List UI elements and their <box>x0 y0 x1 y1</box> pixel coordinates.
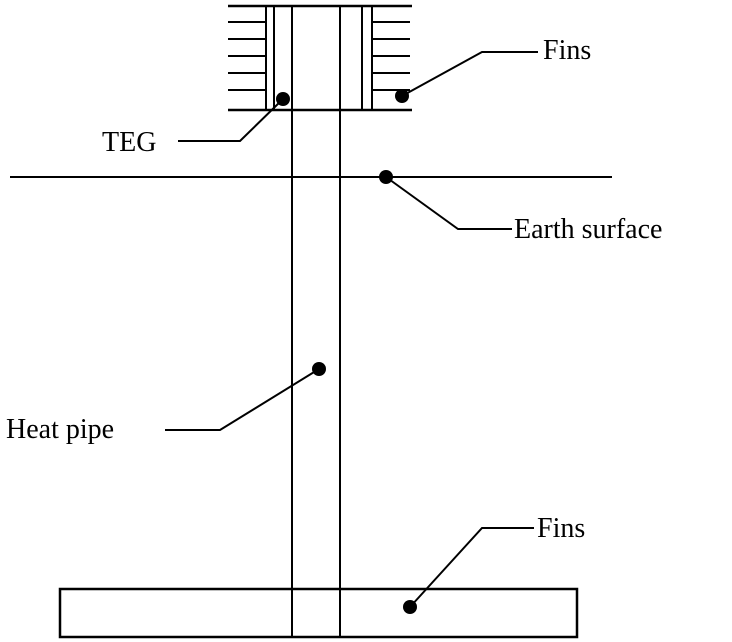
fins-top-leader <box>401 51 538 97</box>
heat-pipe-callout: Heat pipe <box>6 362 326 445</box>
top-left-fins <box>228 21 266 91</box>
teg-callout: TEG <box>102 92 290 158</box>
fins-bottom-label: Fins <box>537 513 585 544</box>
heat-pipe <box>291 6 341 637</box>
fins-top-label: Fins <box>543 35 591 66</box>
earth-surface-leader <box>385 176 512 230</box>
fins-bottom-callout: Fins <box>403 513 585 614</box>
teg-label: TEG <box>102 127 156 158</box>
earth-surface-label: Earth surface <box>514 214 662 245</box>
bottom-fin-block <box>58 587 579 639</box>
fins-bottom-leader <box>409 527 534 608</box>
earth-surface-callout: Earth surface <box>379 170 662 245</box>
fins-top-callout: Fins <box>395 35 591 103</box>
heat-pipe-leader <box>165 368 320 431</box>
heat-pipe-label: Heat pipe <box>6 414 114 445</box>
top-right-fins <box>372 21 410 91</box>
top-fin-block <box>228 4 412 112</box>
teg-leader <box>178 98 284 142</box>
